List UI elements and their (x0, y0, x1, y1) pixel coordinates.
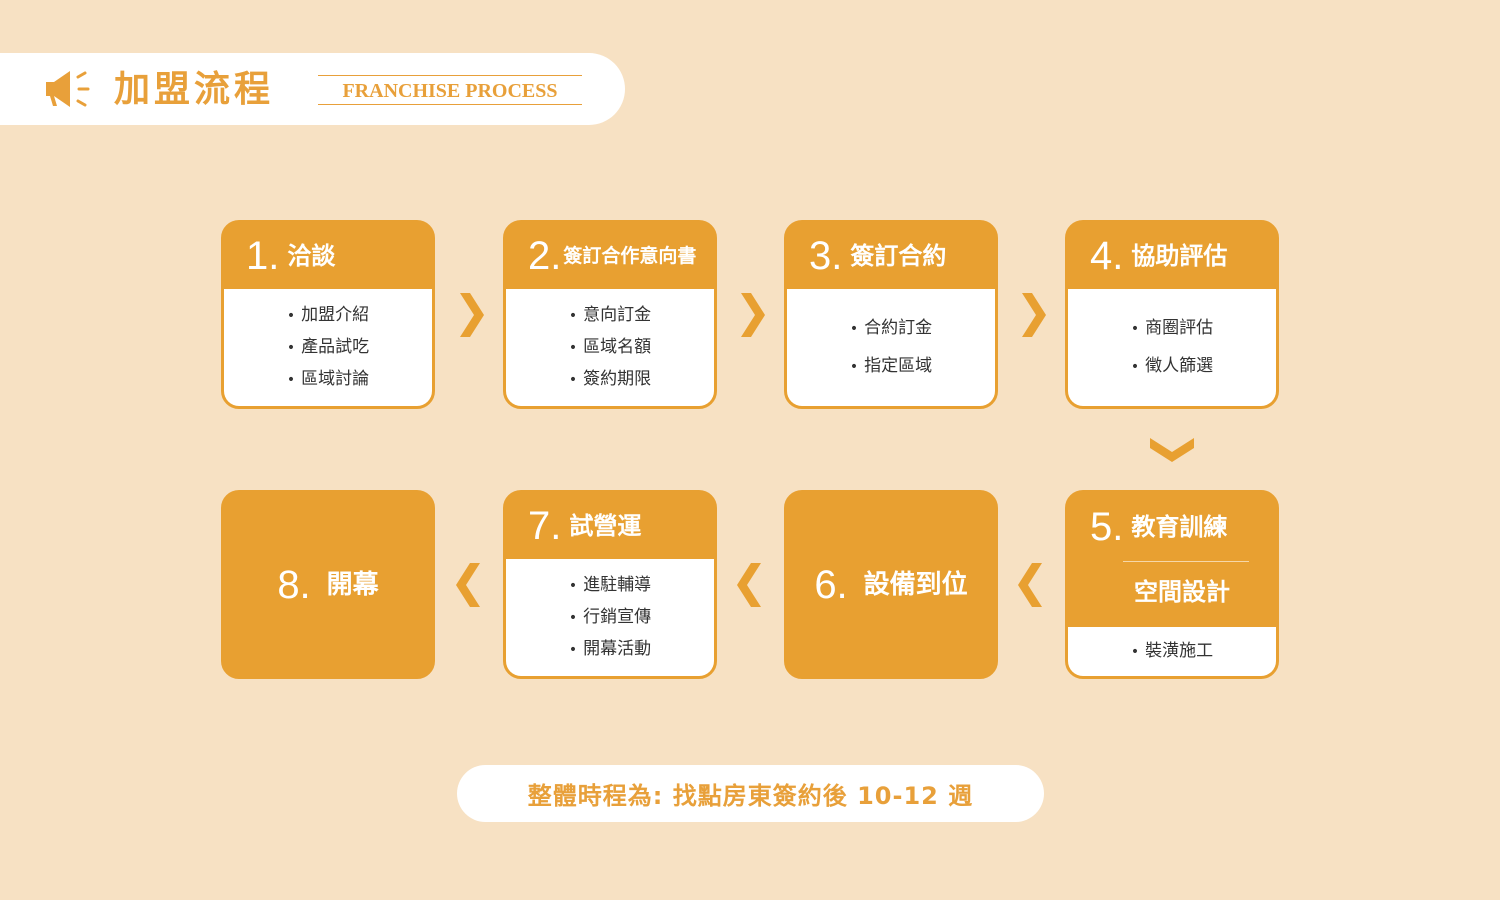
step-card-5: 5. 教育訓練 空間設計 裝潢施工 (1065, 490, 1279, 679)
step-number: 2. (528, 234, 562, 278)
step-card-7: 7. 試營運 進駐輔導 行銷宣傳 開幕活動 (503, 490, 717, 679)
step-title: 協助評估 (1131, 242, 1228, 270)
chevron-right-icon (1022, 293, 1046, 337)
step-body: 合約訂金 指定區域 (787, 289, 995, 406)
step-title: 設備到位 (863, 569, 968, 600)
step-title: 簽訂合作意向書 (563, 245, 697, 267)
step-item: 簽約期限 (569, 364, 651, 396)
step-item: 區域名額 (569, 332, 651, 364)
timeline-note-text: 整體時程為: 找點房東簽約後 10-12 週 (527, 782, 974, 810)
step-subtitle: 空間設計 (1134, 578, 1230, 606)
timeline-note: 整體時程為: 找點房東簽約後 10-12 週 (457, 765, 1044, 822)
step-header: 1. 洽談 (224, 223, 432, 289)
step-card-2: 2. 簽訂合作意向書 意向訂金 區域名額 簽約期限 (503, 220, 717, 409)
step-item: 開幕活動 (569, 634, 651, 666)
step-number: 5. (1090, 505, 1124, 549)
step-item: 徵人篩選 (1131, 348, 1213, 386)
step-title: 教育訓練 (1131, 513, 1228, 541)
megaphone-icon (46, 71, 90, 107)
step-body: 加盟介紹 產品試吃 區域討論 (224, 289, 432, 406)
page-subtitle-frame: FRANCHISE PROCESS (318, 75, 582, 105)
step-number: 3. (809, 234, 843, 278)
step-title: 洽談 (287, 242, 336, 270)
step-header: 4. 協助評估 (1068, 223, 1276, 289)
step-item: 區域討論 (287, 364, 369, 396)
page-title: 加盟流程 (114, 68, 275, 110)
step-header: 5. 教育訓練 (1068, 493, 1276, 561)
chevron-right-icon (741, 293, 765, 337)
step-card-1: 1. 洽談 加盟介紹 產品試吃 區域討論 (221, 220, 435, 409)
chevron-right-icon (460, 293, 484, 337)
step-header: 7. 試營運 (506, 493, 714, 559)
step-body: 意向訂金 區域名額 簽約期限 (506, 289, 714, 406)
step-card-3: 3. 簽訂合約 合約訂金 指定區域 (784, 220, 998, 409)
step-header: 8. 開幕 (277, 565, 378, 605)
step-number: 4. (1090, 234, 1124, 278)
step-number: 6. (814, 562, 848, 607)
page-subtitle: FRANCHISE PROCESS (342, 80, 558, 102)
step-item: 合約訂金 (850, 310, 932, 348)
step-card-8: 8. 開幕 (221, 490, 435, 679)
step-item: 意向訂金 (569, 300, 651, 332)
chevron-left-icon (1018, 563, 1042, 607)
step-card-6: 6. 設備到位 (784, 490, 998, 679)
step-header: 3. 簽訂合約 (787, 223, 995, 289)
chevron-left-icon (456, 563, 480, 607)
step-item: 商圈評估 (1131, 310, 1213, 348)
step-card-4: 4. 協助評估 商圈評估 徵人篩選 (1065, 220, 1279, 409)
step-divider (1123, 561, 1249, 562)
step-header: 2. 簽訂合作意向書 (506, 223, 714, 289)
step-item: 指定區域 (850, 348, 932, 386)
step-title: 試營運 (569, 512, 642, 540)
step-item: 行銷宣傳 (569, 602, 651, 634)
step-item: 裝潢施工 (1131, 636, 1213, 668)
step-title: 開幕 (326, 569, 379, 600)
step-number: 1. (246, 234, 280, 278)
step-item: 進駐輔導 (569, 570, 651, 602)
chevron-down-icon (1150, 438, 1194, 462)
step-title: 簽訂合約 (850, 242, 947, 270)
step-body: 商圈評估 徵人篩選 (1068, 289, 1276, 406)
step-item: 產品試吃 (287, 332, 369, 364)
step-number: 7. (528, 504, 562, 548)
step-body: 進駐輔導 行銷宣傳 開幕活動 (506, 559, 714, 676)
step-header: 6. 設備到位 (814, 565, 967, 605)
chevron-left-icon (737, 563, 761, 607)
step-body: 裝潢施工 (1068, 627, 1276, 676)
header-banner: 加盟流程 FRANCHISE PROCESS (0, 53, 625, 125)
step-item: 加盟介紹 (287, 300, 369, 332)
step-number: 8. (277, 562, 311, 607)
